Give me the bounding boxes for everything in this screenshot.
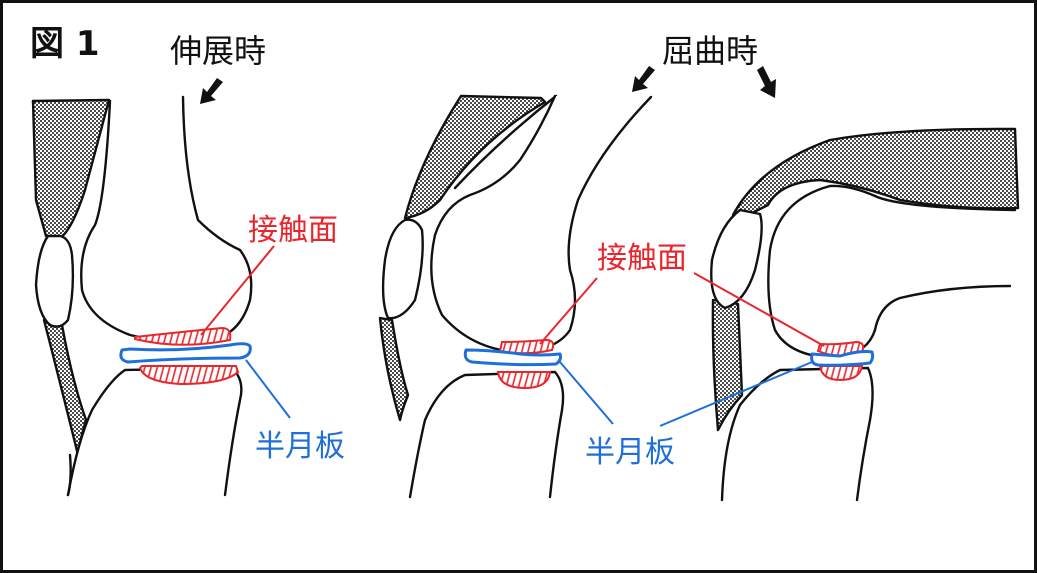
flexion-label: 屈曲時 (662, 32, 758, 70)
contact-surface-label: 接触面 (597, 241, 687, 276)
knee-full-flexion (659, 127, 1020, 502)
knee-partial-flexion: 接触面 半月板 (378, 94, 687, 499)
arrow-down-right-icon (757, 66, 776, 98)
extension-label: 伸展時 (170, 32, 266, 70)
quadriceps-tendon (403, 94, 547, 220)
contact-leader-line (693, 272, 825, 347)
patella (710, 208, 763, 310)
knee-extension: 接触面 半月板 (31, 95, 345, 497)
tibia (408, 370, 565, 499)
contact-surface-tibial (818, 365, 864, 382)
contact-surface-femoral (134, 326, 232, 346)
femur (767, 184, 1017, 360)
contact-surface-label: 接触面 (248, 213, 338, 248)
patellar-tendon (378, 316, 410, 422)
meniscus (119, 342, 252, 364)
meniscus-leader-line (659, 361, 813, 427)
meniscus-leader-line (559, 361, 614, 425)
patellar-tendon (42, 318, 88, 457)
contact-leader-line (539, 277, 598, 345)
patella (381, 218, 424, 320)
meniscus-label: 半月板 (585, 435, 675, 470)
patellar-tendon (711, 298, 744, 432)
meniscus-label: 半月板 (255, 429, 345, 464)
contact-surface-tibial (496, 371, 552, 390)
contact-surface-tibial (138, 365, 240, 386)
figure-title: 図 1 (30, 24, 100, 64)
meniscus (810, 350, 875, 367)
arrow-down-left-icon (632, 66, 655, 92)
meniscus-leader-line (245, 359, 291, 419)
quadriceps-tendon (731, 127, 1020, 220)
tibia (66, 366, 243, 497)
contact-leader-line (200, 245, 275, 336)
meniscus (463, 348, 562, 367)
arrow-down-left-icon (200, 78, 223, 104)
patella (34, 234, 75, 328)
femur (430, 94, 653, 354)
tibia (720, 366, 874, 502)
